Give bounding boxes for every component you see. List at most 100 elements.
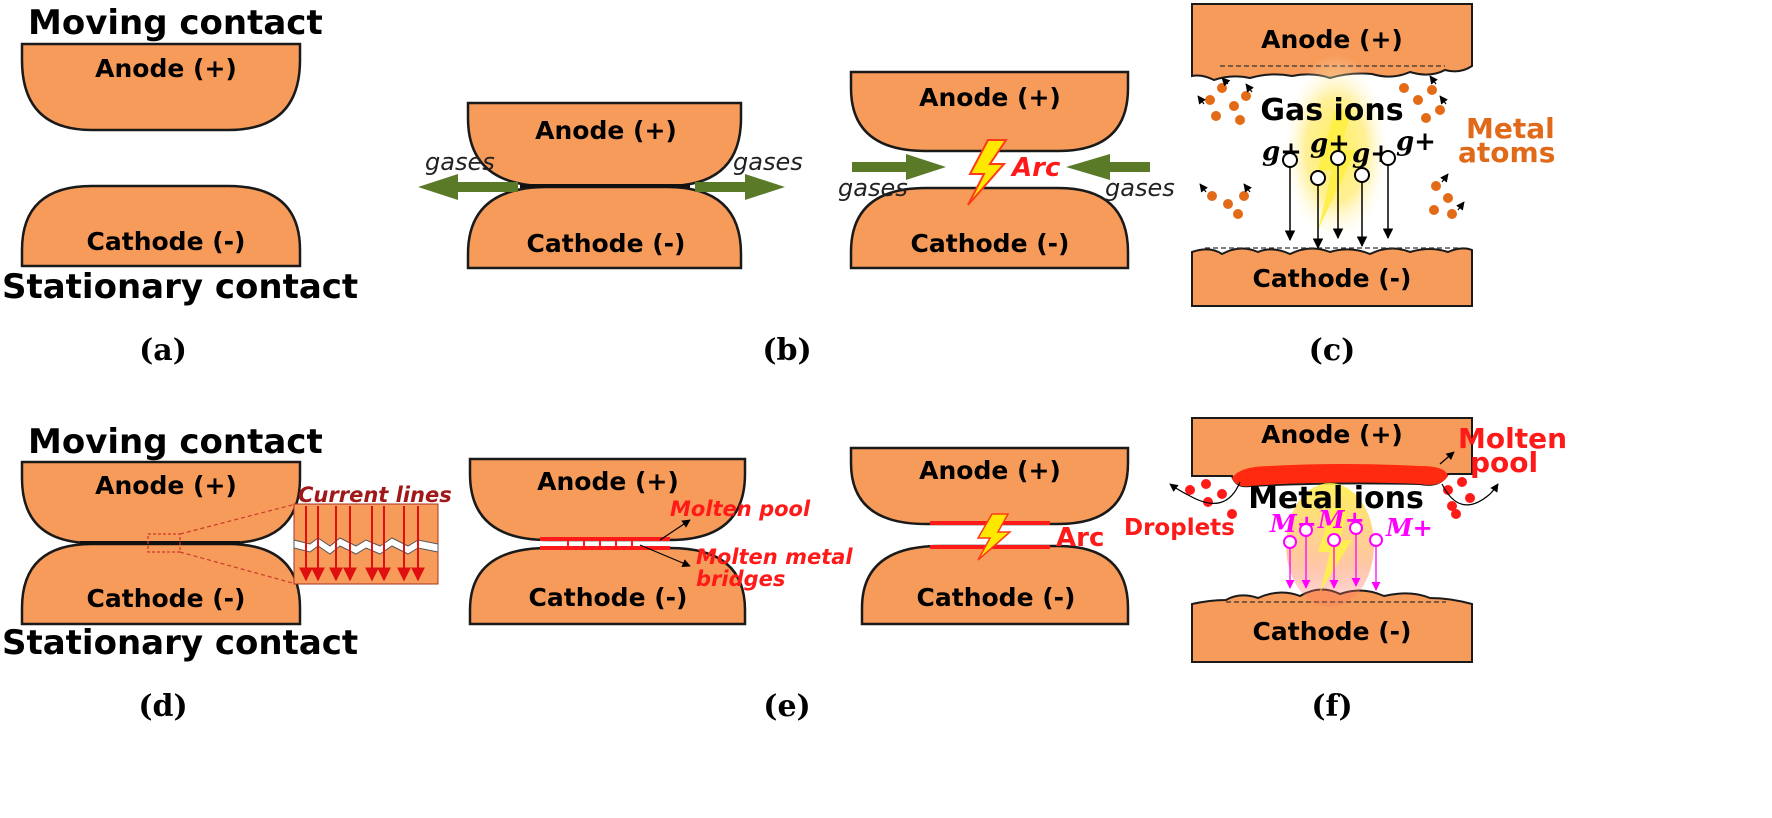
lightning-icon [967,139,1008,206]
metal-ion [1327,533,1341,547]
gas-ion [1310,170,1326,186]
droplet [1217,489,1227,499]
gas-ion-group: g+ g+ g+ g+ [1262,127,1436,250]
gas-arrow-right [695,174,785,200]
droplets-label: Droplets [1124,515,1235,541]
gas-arrow-left [418,174,518,200]
metal-atom [1207,191,1217,201]
metal-atom [1239,191,1249,201]
droplet [1447,501,1457,511]
gas-ion [1282,152,1298,168]
metal-atom [1223,199,1233,209]
metal-atoms-upper-left [1197,77,1254,125]
anode-contact [20,42,302,132]
metal-atom [1421,113,1431,123]
caption-a: (a) [139,333,187,368]
anode-label: Anode (+) [1261,25,1403,54]
atom-arrow [1439,95,1448,105]
metal-atom [1235,115,1245,125]
droplets-right [1441,477,1499,519]
droplet-trajectory [1169,481,1241,504]
metal-atom [1435,105,1445,115]
caption-f: (f) [1311,689,1352,724]
panel-e: Anode (+) Cathode (-) Molten pool Molten… [468,457,853,724]
moving-contact-title: Moving contact [28,3,323,43]
atom-arrow [1199,183,1208,193]
metal-atom [1211,111,1221,121]
metal-atoms-line2: atoms [1458,136,1555,169]
metal-atom [1217,83,1227,93]
molten-pool-line2: pool [1470,446,1538,479]
molten-pool-bottom [540,546,670,550]
anode-label: Anode (+) [1261,420,1403,449]
cathode-label: Cathode (-) [1253,617,1412,646]
gas-ions-label: Gas ions [1260,93,1403,128]
panel-c: Anode (+) Cathode (-) Gas ions Metal ato… [1191,3,1555,368]
metal-atom [1429,205,1439,215]
metal-atom [1205,95,1215,105]
droplet [1185,485,1195,495]
panel-b-arc: Anode (+) Cathode (-) gases gases Arc [838,70,1175,270]
caption-e: (e) [763,689,810,724]
cathode-contact [849,186,1130,270]
stationary-contact-title: Stationary contact [2,623,358,663]
panel-f: Anode (+) Molten pool Cathode (-) Metal … [1124,417,1567,724]
anode-label: Anode (+) [537,467,679,496]
anode-label: Anode (+) [535,116,677,145]
metal-ions-label: Metal ions [1248,481,1424,516]
metal-atom [1413,95,1423,105]
droplet [1457,477,1467,487]
metal-atoms-line1: Metal [1466,112,1555,145]
atom-arrow [1221,77,1231,87]
pointer-arrow [1439,451,1455,465]
metal-atom [1427,85,1437,95]
anode-label: Anode (+) [95,54,237,83]
gas-ion [1354,167,1370,183]
caption-b: (b) [762,333,811,368]
moving-contact-title: Moving contact [28,422,323,462]
lightning-icon [1318,110,1356,230]
metal-ion [1283,535,1297,549]
molten-bridges [567,540,633,547]
caption-d: (d) [138,689,187,724]
metal-atoms-upper-right [1399,75,1448,123]
droplet [1201,479,1211,489]
lightning-icon [1318,508,1352,592]
cathode-label: Cathode (-) [917,583,1076,612]
ion-label: g+ [1396,127,1436,157]
panel-d: Moving contact Anode (+) Cathode (-) Cur… [2,422,452,724]
cathode-label: Cathode (-) [87,227,246,256]
cathode-label: Cathode (-) [529,583,688,612]
gas-arrow-in-right [1066,154,1150,180]
anode-label: Anode (+) [95,471,237,500]
atom-arrow [1243,183,1252,193]
molten-pool-layer [1232,464,1448,487]
metal-ion [1299,523,1313,537]
gas-ion [1380,150,1396,166]
gas-ion [1330,150,1346,166]
metal-atom [1447,209,1457,219]
gases-left-label: gases [425,148,495,176]
caption-c: (c) [1309,333,1356,368]
metal-atom [1399,83,1409,93]
cathode-label: Cathode (-) [87,584,246,613]
zoom-line [179,503,297,535]
panel-a: Moving contact Anode (+) Cathode (-) Sta… [2,3,358,368]
ion-label: M+ [1385,513,1433,542]
inset-gap [293,537,439,555]
cathode-label: Cathode (-) [527,229,686,258]
droplets-left [1169,479,1241,519]
cathode-block [1191,247,1473,307]
molten-pool-top [540,537,670,541]
zoom-line [179,551,297,585]
metal-atom [1443,193,1453,203]
panel-b: Anode (+) Cathode (-) gases gases (b) [418,101,812,368]
metal-ion [1349,521,1363,535]
gas-arrow-in-left [852,154,946,180]
metal-ion-group: M+ M+ M+ [1269,505,1433,591]
metal-atom [1431,181,1441,191]
metal-atom [1241,91,1251,101]
lightning-icon [976,513,1012,561]
droplet [1443,485,1453,495]
current-lines [299,506,425,582]
